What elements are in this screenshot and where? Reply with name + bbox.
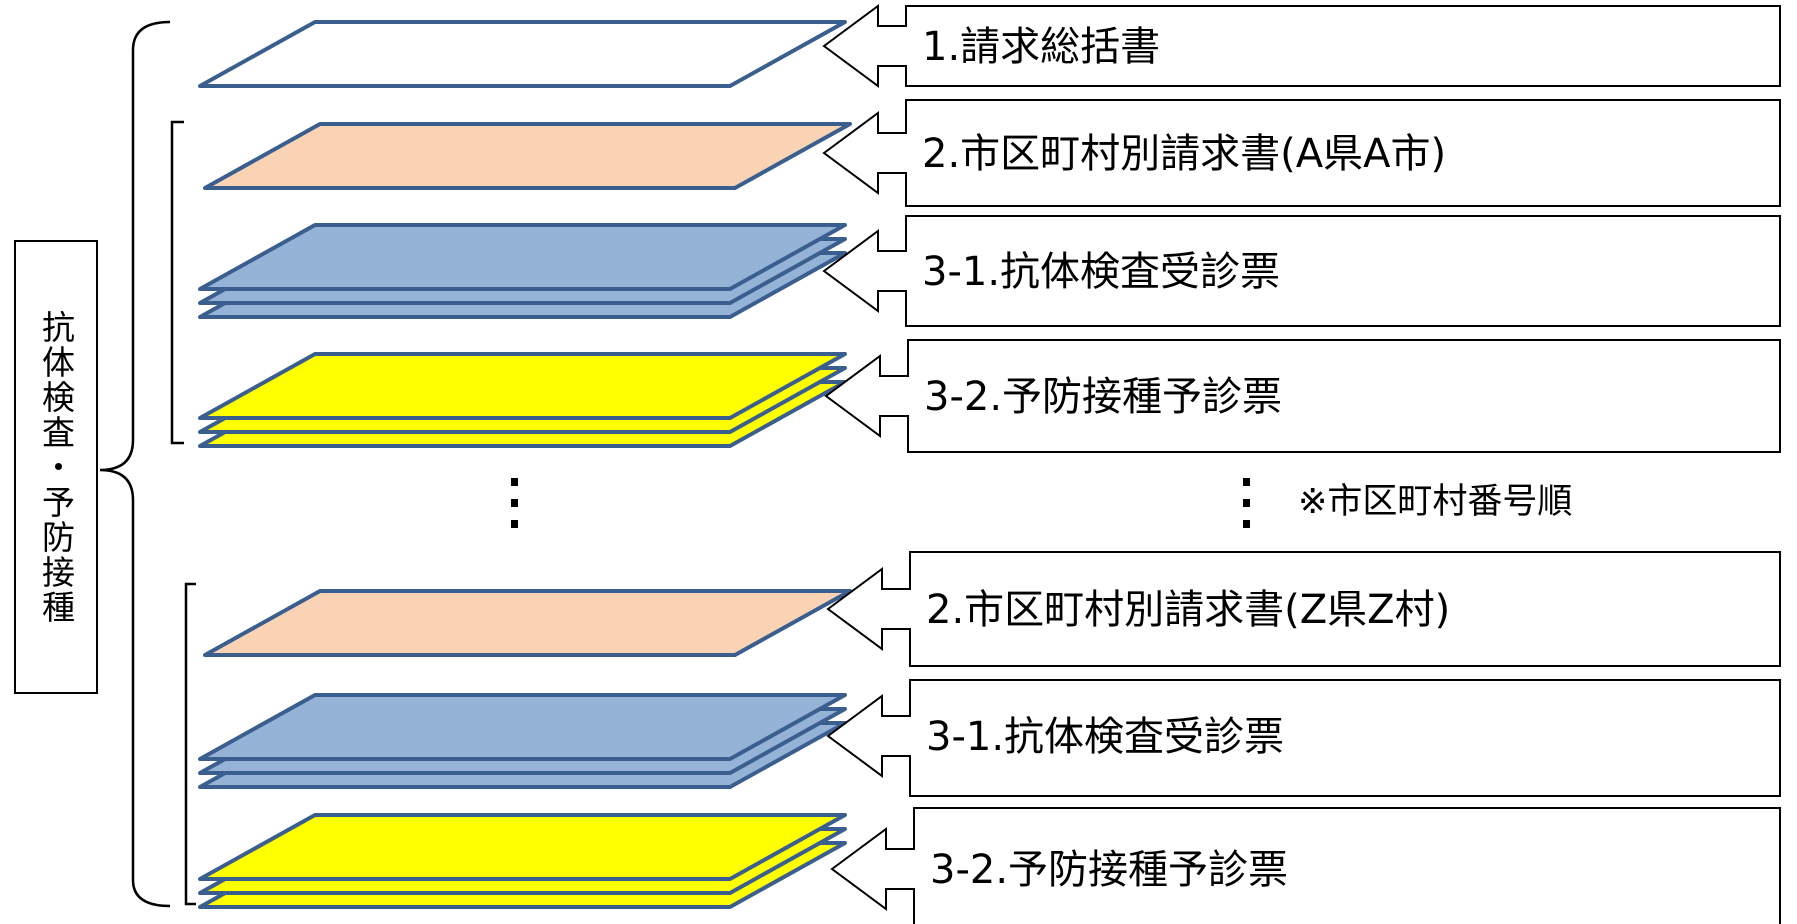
document-label: 3-2.予防接種予診票 (924, 374, 1282, 420)
left-arrow-icon (822, 4, 907, 88)
label-box (909, 551, 1781, 667)
document-row: 2.市区町村別請求書(Z県Z村) (203, 551, 1781, 667)
document-row: 3-1.抗体検査受診票 (198, 215, 1781, 327)
stacked-sheet (198, 813, 847, 881)
document-label: 3-2.予防接種予診票 (930, 847, 1288, 893)
label-box (905, 215, 1781, 327)
side-label-text: 抗体検査・予防接種 (36, 309, 76, 625)
side-label-box: 抗体検査・予防接種 (14, 240, 98, 694)
document-row: 2.市区町村別請求書(A県A市) (203, 99, 1781, 207)
stacked-sheet (198, 352, 847, 420)
label-box (909, 679, 1781, 797)
document-sheet (198, 20, 847, 88)
document-label: 3-1.抗体検査受診票 (922, 249, 1280, 295)
left-arrow-icon (826, 567, 911, 651)
document-label: 2.市区町村別請求書(Z県Z村) (926, 587, 1450, 633)
document-sheet (203, 122, 852, 190)
order-note: ※市区町村番号順 (1298, 482, 1572, 522)
document-row: 3-2.予防接種予診票 (198, 807, 1781, 924)
label-box (905, 99, 1781, 207)
ellipsis-dots-right (1243, 478, 1250, 528)
label-box (907, 339, 1781, 453)
document-sheet (203, 589, 852, 657)
group-bracket-a (170, 120, 184, 445)
document-label: 1.請求総括書 (922, 24, 1160, 70)
document-label: 2.市区町村別請求書(A県A市) (922, 131, 1446, 177)
document-row: 3-2.予防接種予診票 (198, 339, 1781, 453)
document-row: 1.請求総括書 (198, 4, 1781, 88)
group-bracket-z (184, 582, 196, 906)
ellipsis-dots-left (511, 478, 518, 528)
label-box (905, 5, 1781, 87)
stacked-sheet (198, 693, 847, 761)
stacked-sheet (198, 223, 847, 291)
label-box (913, 807, 1781, 924)
outer-brace (99, 20, 171, 908)
document-label: 3-1.抗体検査受診票 (926, 714, 1284, 760)
document-row: 3-1.抗体検査受診票 (198, 679, 1781, 797)
